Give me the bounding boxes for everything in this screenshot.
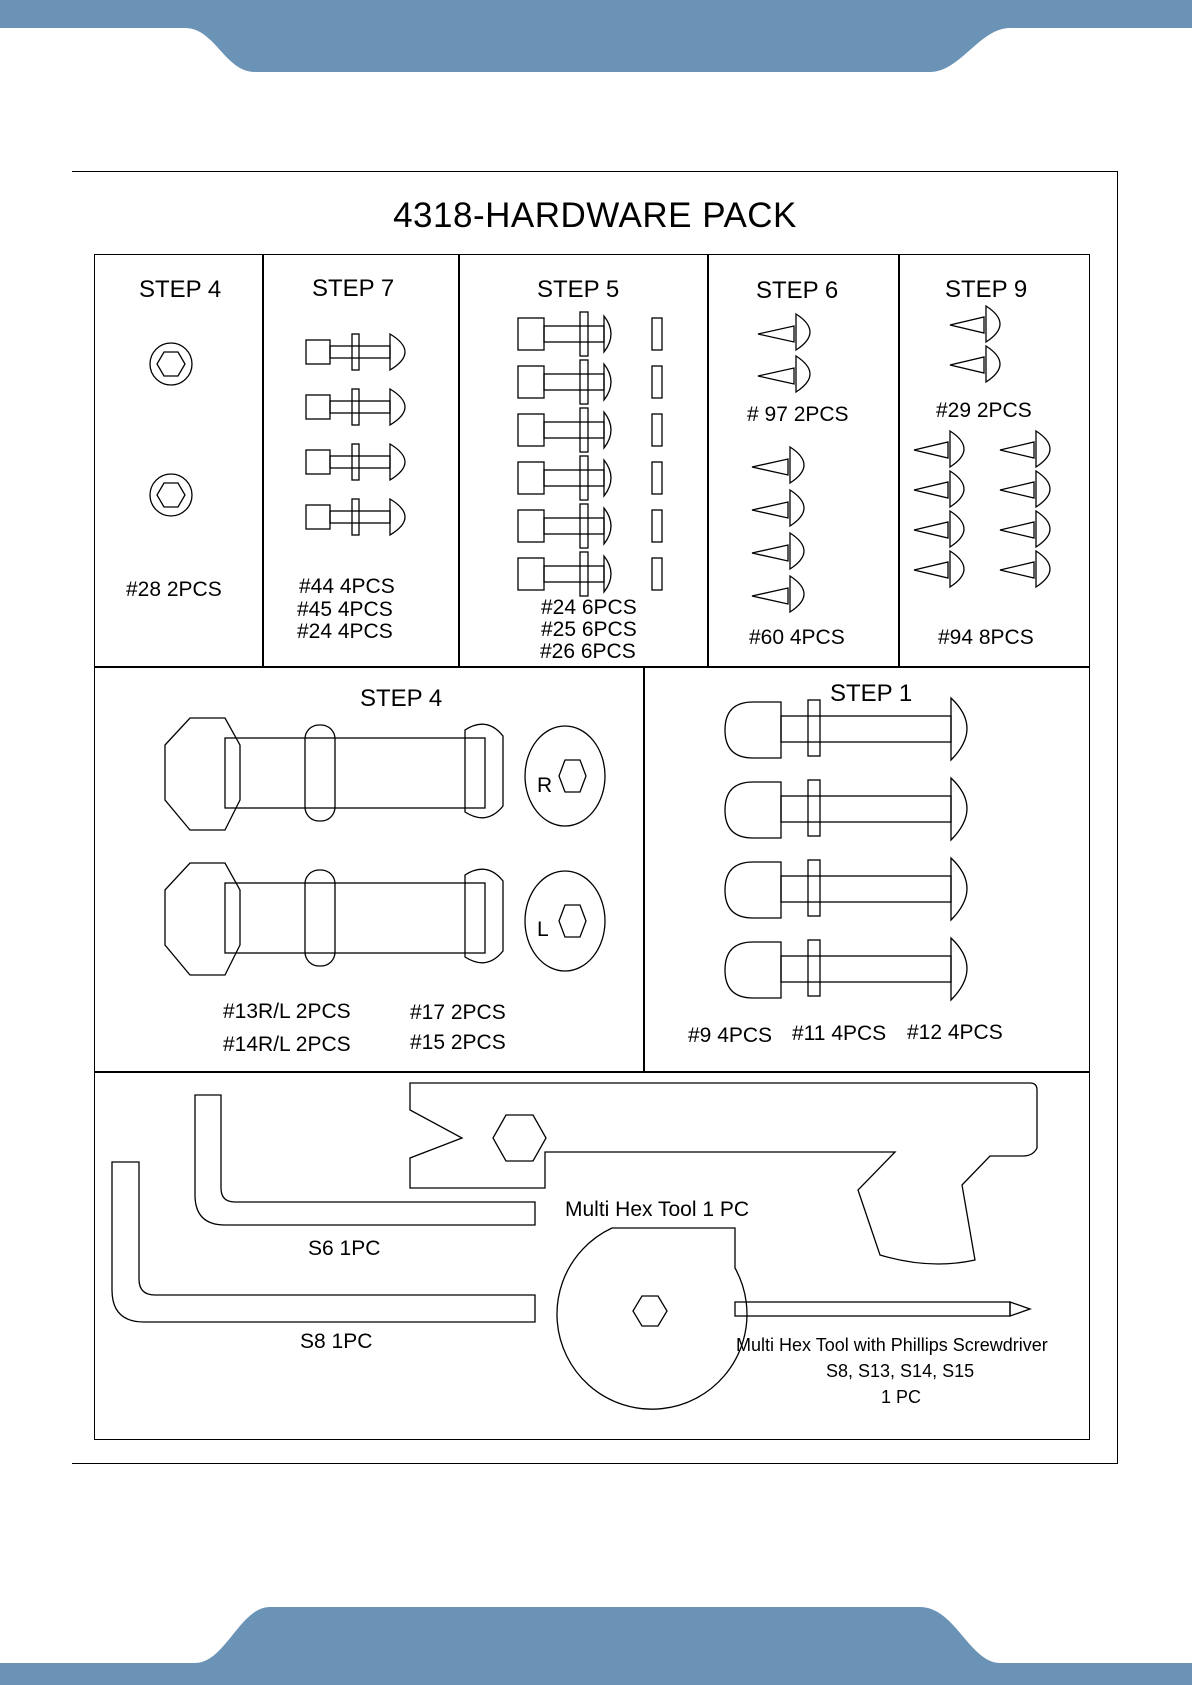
step-label: STEP 5 bbox=[537, 276, 620, 303]
side-mark-r: R bbox=[537, 774, 553, 797]
tool-label-s8: S8 1PC bbox=[300, 1330, 373, 1353]
step-label: STEP 1 bbox=[830, 680, 913, 707]
hardware-grid bbox=[94, 254, 1090, 1440]
col-divider-4 bbox=[898, 254, 900, 666]
header-band bbox=[0, 0, 1192, 72]
multi-hex-screwdriver-icon bbox=[556, 1227, 1032, 1410]
quantity-label: #24 6PCS bbox=[541, 596, 637, 619]
quantity-label: #14R/L 2PCS bbox=[223, 1033, 351, 1056]
quantity-label: #17 2PCS bbox=[410, 1001, 506, 1024]
quantity-label: #13R/L 2PCS bbox=[223, 1000, 351, 1023]
row-divider-2 bbox=[94, 1071, 1090, 1073]
tool-label-multi-hex-phillips: 1 PC bbox=[881, 1387, 922, 1407]
multi-hex-wrench-icon bbox=[409, 1082, 1038, 1265]
quantity-label: #11 4PCS bbox=[792, 1022, 887, 1045]
screw-icon bbox=[751, 312, 811, 614]
tool-label-multi-hex-phillips: S8, S13, S14, S15 bbox=[826, 1361, 975, 1381]
quantity-label: #25 6PCS bbox=[541, 618, 637, 641]
quantity-label: #28 2PCS bbox=[126, 578, 222, 601]
col-divider-3 bbox=[707, 254, 709, 666]
bolt-icon bbox=[305, 332, 406, 537]
quantity-label: #45 4PCS bbox=[297, 598, 393, 621]
row-divider-1 bbox=[94, 666, 1090, 668]
screw-icon bbox=[913, 304, 1051, 589]
col-divider-row2 bbox=[643, 666, 645, 1071]
hex-key-s6-icon bbox=[194, 1094, 536, 1226]
quantity-label: #60 4PCS bbox=[749, 626, 845, 649]
col-divider-1 bbox=[262, 254, 264, 666]
axle-bolt-icon bbox=[164, 717, 606, 831]
outer-frame bbox=[72, 171, 1118, 1464]
tool-label-multi-hex-phillips: Multi Hex Tool with Phillips Screwdriver bbox=[736, 1335, 1048, 1355]
quantity-label: #94 8PCS bbox=[938, 626, 1034, 649]
side-mark-l: L bbox=[537, 918, 549, 941]
quantity-label: #9 4PCS bbox=[688, 1024, 773, 1047]
page-title: 4318-HARDWARE PACK bbox=[393, 196, 797, 235]
quantity-label: # 97 2PCS bbox=[747, 403, 849, 426]
quantity-label: #44 4PCS bbox=[299, 575, 395, 598]
bolt-icon bbox=[724, 696, 968, 1002]
tool-label-multi-hex: Multi Hex Tool 1 PC bbox=[565, 1198, 750, 1221]
quantity-label: #15 2PCS bbox=[410, 1031, 506, 1054]
bolt-icon bbox=[517, 311, 663, 597]
step-label: STEP 9 bbox=[945, 276, 1028, 303]
quantity-label: #26 6PCS bbox=[540, 640, 636, 663]
step-label: STEP 4 bbox=[139, 276, 222, 303]
step-label: STEP 7 bbox=[312, 275, 395, 302]
quantity-label: #24 4PCS bbox=[297, 620, 393, 643]
step-label: STEP 6 bbox=[756, 277, 839, 304]
axle-bolt-icon bbox=[164, 862, 606, 976]
cap-icon bbox=[149, 342, 193, 517]
quantity-label: #29 2PCS bbox=[936, 399, 1032, 422]
quantity-label: #12 4PCS bbox=[907, 1021, 1003, 1044]
tool-label-s6: S6 1PC bbox=[308, 1237, 381, 1260]
hex-key-s8-icon bbox=[111, 1161, 536, 1323]
col-divider-2 bbox=[458, 254, 460, 666]
step-label: STEP 4 bbox=[360, 685, 443, 712]
footer-band bbox=[0, 1607, 1192, 1685]
